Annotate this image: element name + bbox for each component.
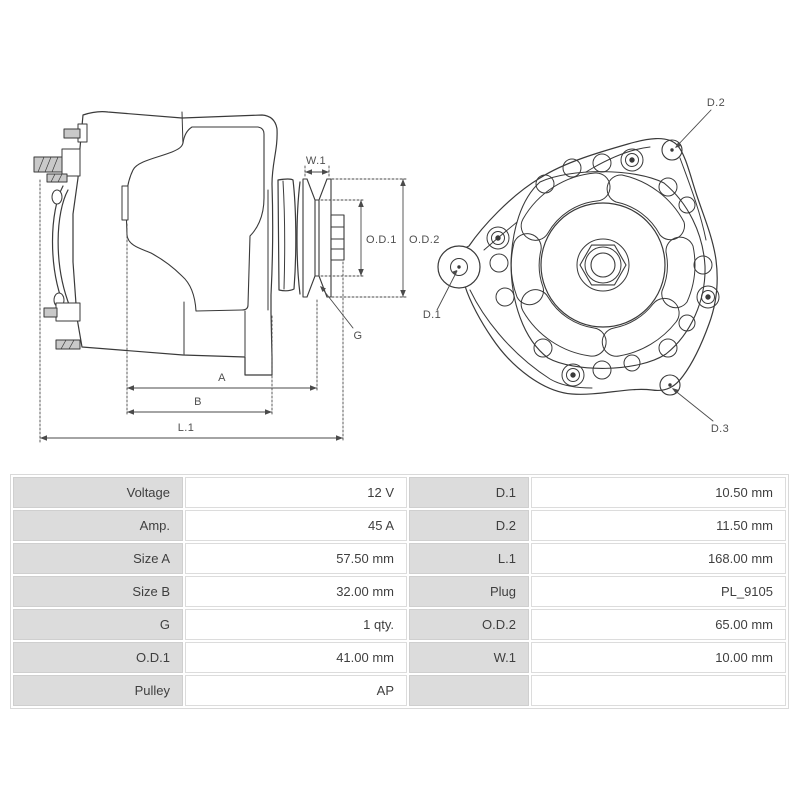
table-row: Size A 57.50 mm L.1 168.00 mm xyxy=(13,543,786,574)
spec-label: L.1 xyxy=(409,543,529,574)
dim-label-d2: D.2 xyxy=(707,97,725,109)
spec-value: 1 qty. xyxy=(185,609,407,640)
dim-label-b: B xyxy=(194,396,202,408)
measure-lines xyxy=(39,109,714,439)
dim-label-od1: O.D.1 xyxy=(366,234,397,246)
pulley-flange-curve xyxy=(296,181,301,295)
bottom-bolt xyxy=(55,339,81,350)
shaft-center xyxy=(590,252,616,278)
spec-value: 10.00 mm xyxy=(531,642,786,673)
spec-label: W.1 xyxy=(409,642,529,673)
top-bolt xyxy=(63,128,81,139)
lower-boss xyxy=(55,302,81,322)
dim-label-d1: D.1 xyxy=(423,309,441,321)
arrowheads xyxy=(40,142,681,441)
spec-value: 11.50 mm xyxy=(531,510,786,541)
table-row: G 1 qty. O.D.2 65.00 mm xyxy=(13,609,786,640)
spec-table: Voltage 12 V D.1 10.50 mm Amp. 45 A D.2 … xyxy=(10,474,789,709)
front-bracket xyxy=(125,126,265,312)
hole-d3 xyxy=(659,374,681,396)
shaft-nut xyxy=(330,214,345,261)
stud-tip xyxy=(46,173,68,183)
vent-slots xyxy=(510,172,696,357)
leader-dots xyxy=(457,148,674,387)
spec-value: 12 V xyxy=(185,477,407,508)
pulley xyxy=(302,178,332,298)
dim-label-d3: D.3 xyxy=(711,423,729,435)
spec-value: PL_9105 xyxy=(531,576,786,607)
spec-label: Size A xyxy=(13,543,183,574)
dim-label-w1: W.1 xyxy=(306,155,326,167)
spec-label: Amp. xyxy=(13,510,183,541)
housing-seams xyxy=(181,111,269,357)
spec-value: AP xyxy=(185,675,407,706)
stud-boss xyxy=(61,148,81,177)
rear-cover-arc xyxy=(51,185,71,312)
table-row: Amp. 45 A D.2 11.50 mm xyxy=(13,510,786,541)
dim-label-a: A xyxy=(218,372,226,384)
dim-label-l1: L.1 xyxy=(178,422,195,434)
nose-ring xyxy=(277,178,297,292)
dimension-lines: W.1 O.D.1 O.D.2 G A B L.1 D.1 D.2 D.3 xyxy=(39,97,729,443)
spec-label: D.1 xyxy=(409,477,529,508)
spec-value: 168.00 mm xyxy=(531,543,786,574)
spec-value: 65.00 mm xyxy=(531,609,786,640)
spec-label: Plug xyxy=(409,576,529,607)
rivets xyxy=(486,148,720,387)
spec-label: G xyxy=(13,609,183,640)
table-row: O.D.1 41.00 mm W.1 10.00 mm xyxy=(13,642,786,673)
spec-label: D.2 xyxy=(409,510,529,541)
spec-value: 41.00 mm xyxy=(185,642,407,673)
spec-label: Size B xyxy=(13,576,183,607)
spec-label xyxy=(409,675,529,706)
spec-value: 57.50 mm xyxy=(185,543,407,574)
spec-label: O.D.1 xyxy=(13,642,183,673)
alternator-front-view xyxy=(437,138,720,396)
spec-value: 32.00 mm xyxy=(185,576,407,607)
spec-label: Pulley xyxy=(13,675,183,706)
table-row: Pulley AP xyxy=(13,675,786,706)
spec-label: Voltage xyxy=(13,477,183,508)
mount-face-tab xyxy=(121,185,129,221)
spec-label: O.D.2 xyxy=(409,609,529,640)
spec-value xyxy=(531,675,786,706)
table-row: Size B 32.00 mm Plug PL_9105 xyxy=(13,576,786,607)
spec-value: 10.50 mm xyxy=(531,477,786,508)
alternator-side-view xyxy=(33,111,345,376)
spec-value: 45 A xyxy=(185,510,407,541)
spec-table-container: Voltage 12 V D.1 10.50 mm Amp. 45 A D.2 … xyxy=(10,474,789,709)
hole-d2 xyxy=(661,139,683,161)
terminal-bump-upper xyxy=(51,189,63,205)
vent-holes xyxy=(489,153,713,380)
table-row: Voltage 12 V D.1 10.50 mm xyxy=(13,477,786,508)
lower-bolt xyxy=(43,307,58,318)
dim-label-od2: O.D.2 xyxy=(409,234,440,246)
dim-label-g: G xyxy=(354,330,363,342)
technical-drawing: W.1 O.D.1 O.D.2 G A B L.1 D.1 D.2 D.3 xyxy=(33,97,729,443)
